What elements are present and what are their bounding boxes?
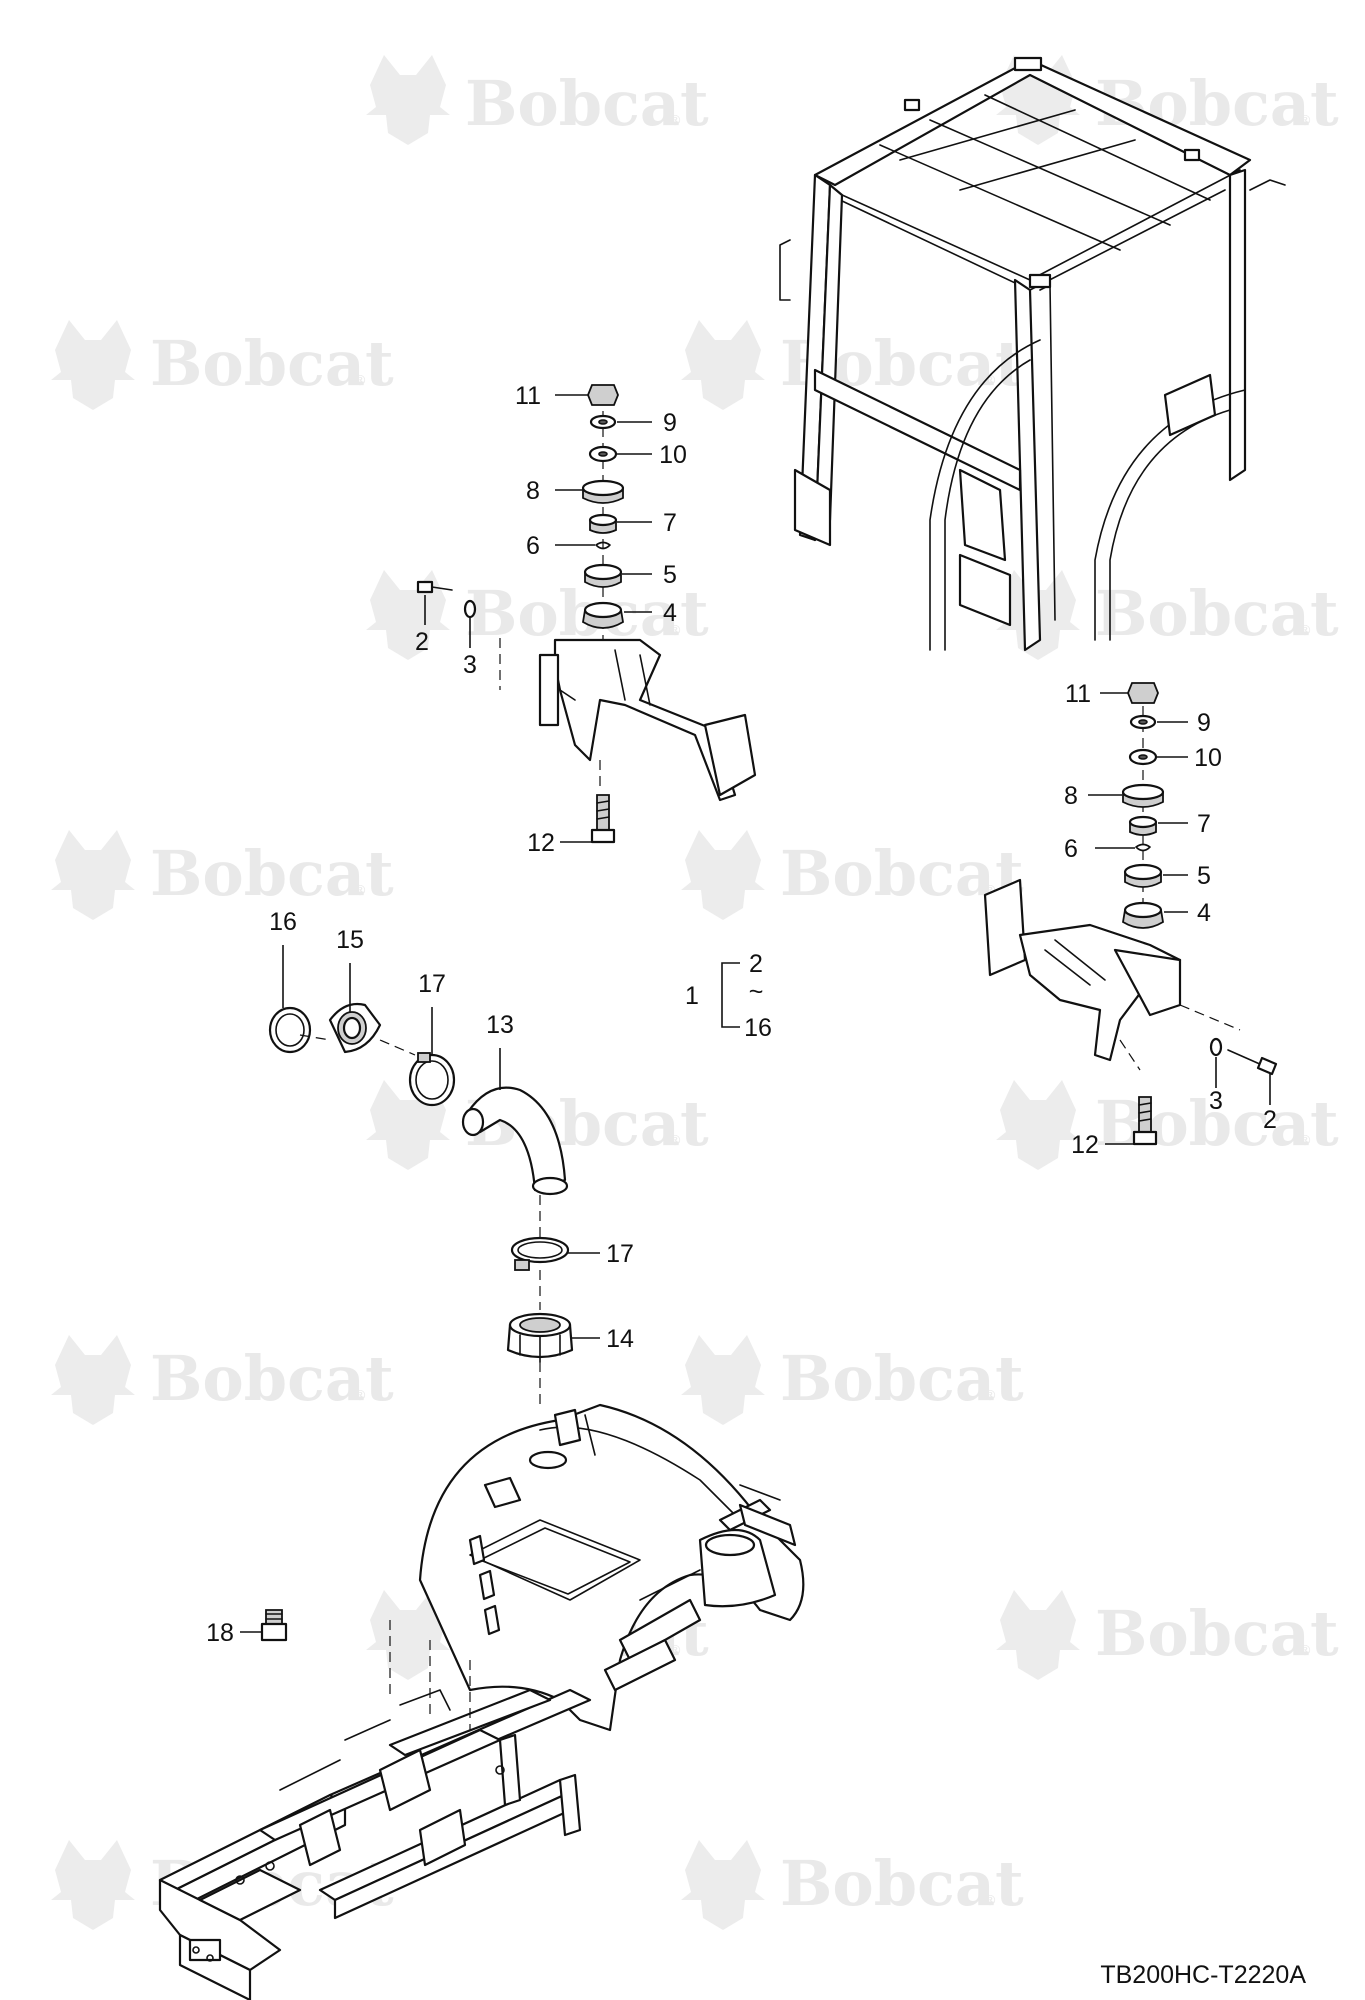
cab-frame — [779, 56, 1286, 652]
callout-3: 3 — [1209, 1087, 1223, 1115]
svg-text:®: ® — [353, 883, 367, 899]
main-frame — [158, 1620, 592, 2000]
callout-3: 3 — [463, 651, 477, 679]
callout-17: 17 — [606, 1240, 634, 1268]
callout-17: 17 — [418, 970, 446, 998]
svg-text:®: ® — [1298, 1643, 1312, 1659]
svg-text:®: ® — [1298, 113, 1312, 129]
kit-range-from: 2 — [749, 950, 763, 978]
watermark-text: Bobcat — [150, 837, 394, 910]
callout-7: 7 — [663, 509, 677, 537]
svg-text:®: ® — [983, 373, 997, 389]
callout-9: 9 — [663, 409, 677, 437]
svg-text:®: ® — [353, 373, 367, 389]
svg-text:®: ® — [983, 1893, 997, 1909]
watermark-text: Bobcat — [1095, 1597, 1339, 1670]
callout-13: 13 — [486, 1011, 514, 1039]
watermark-text: Bobcat — [150, 1342, 394, 1415]
watermark-text: Bobcat — [1095, 67, 1339, 140]
svg-text:®: ® — [983, 1388, 997, 1404]
callout-9: 9 — [1197, 709, 1211, 737]
watermark-text: Bobcat — [150, 327, 394, 400]
callout-2: 2 — [1263, 1106, 1277, 1134]
callout-7: 7 — [1197, 810, 1211, 838]
callout-12: 12 — [527, 829, 555, 857]
callout-4: 4 — [1197, 899, 1211, 927]
elbow-hose — [466, 1086, 567, 1192]
callout-4: 4 — [663, 599, 677, 627]
callout-6: 6 — [1064, 835, 1078, 863]
hex-nut — [587, 384, 619, 406]
callout-6: 6 — [526, 532, 540, 560]
svg-text:®: ® — [353, 1388, 367, 1404]
callout-11: 11 — [1065, 680, 1091, 708]
callout-5: 5 — [663, 561, 677, 589]
leader-lines — [240, 394, 1271, 1633]
svg-text:®: ® — [668, 1133, 682, 1149]
kit-item-1: 1 — [685, 982, 699, 1010]
callout-10: 10 — [1194, 744, 1222, 772]
svg-text:®: ® — [668, 623, 682, 639]
callout-18: 18 — [206, 1619, 234, 1647]
hex-nut — [1127, 682, 1159, 704]
callout-2: 2 — [415, 628, 429, 656]
watermark-text: Bobcat — [780, 1847, 1024, 1920]
left-isolator-mount — [416, 384, 757, 844]
svg-text:®: ® — [1298, 623, 1312, 639]
watermark-text: Bobcat — [465, 67, 709, 140]
callout-16: 16 — [269, 908, 297, 936]
svg-text:®: ® — [1298, 1133, 1312, 1149]
watermark-text: Bobcat — [1095, 1087, 1339, 1160]
watermark-text: Bobcat — [780, 837, 1024, 910]
callout-15: 15 — [336, 926, 364, 954]
right-isolator-mount — [983, 682, 1278, 1146]
kit-range-to: 16 — [744, 1014, 772, 1042]
callout-8: 8 — [526, 477, 540, 505]
callout-8: 8 — [1064, 782, 1078, 810]
callout-11: 11 — [515, 382, 541, 410]
watermark-text: Bobcat — [1095, 577, 1339, 650]
callout-12: 12 — [1071, 1131, 1099, 1159]
watermark-text: Bobcat — [780, 1342, 1024, 1415]
callout-5: 5 — [1197, 862, 1211, 890]
drain-plug — [260, 1609, 288, 1642]
svg-text:®: ® — [668, 113, 682, 129]
kit-range-tilde: ~ — [749, 978, 764, 1006]
callout-labels: 11 9 10 8 7 6 5 4 2 3 12 11 9 10 8 7 6 5… — [206, 382, 1277, 1647]
drawing-code: TB200HC-T2220A — [1100, 1961, 1306, 1989]
callout-14: 14 — [606, 1325, 634, 1353]
callout-10: 10 — [659, 441, 687, 469]
chassis-fender — [418, 1403, 805, 1732]
